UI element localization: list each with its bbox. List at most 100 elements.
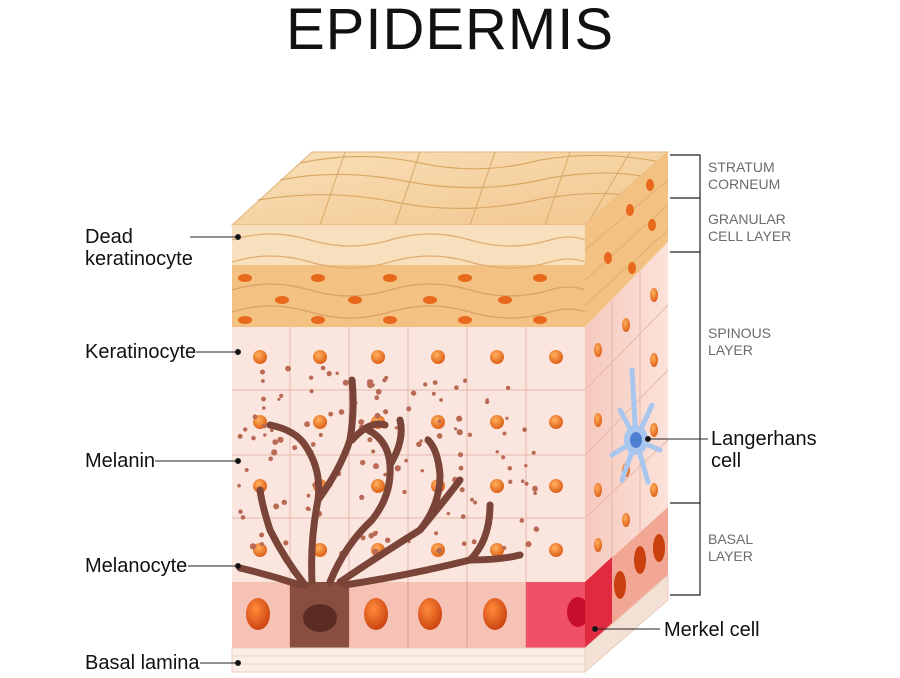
melanin-granule	[360, 535, 366, 541]
melanin-granule	[262, 423, 267, 429]
melanin-granule	[309, 389, 314, 394]
melanin-granule	[533, 526, 540, 532]
melanin-granule	[277, 436, 284, 443]
layer-spinous-1: SPINOUS	[708, 325, 772, 341]
layer-granular-1: GRANULAR	[708, 211, 786, 227]
melanin-granule	[372, 548, 379, 555]
melanin-granule	[459, 487, 465, 493]
melanin-granule	[434, 531, 439, 536]
melanin-granule	[458, 465, 464, 471]
melanin-granule	[402, 489, 407, 495]
label-langerhans-1: Langerhans	[711, 428, 817, 450]
melanin-granule	[519, 518, 525, 523]
label-melanin: Melanin	[85, 450, 156, 472]
melanin-granule	[318, 432, 323, 438]
melanin-granule	[419, 439, 423, 443]
melanin-granule	[243, 427, 248, 432]
melanin-granule	[260, 369, 265, 375]
melanin-granule	[283, 540, 289, 546]
melanin-granule	[495, 450, 499, 454]
melanin-granule	[470, 497, 474, 502]
melanin-granule	[524, 464, 528, 468]
label-dead-keratinocyte-2: keratinocyte	[85, 248, 193, 270]
melanin-granules	[235, 365, 540, 557]
melanin-granule	[358, 419, 365, 425]
layer-stratum-corneum-1: STRATUM	[708, 159, 775, 175]
melanin-granule	[467, 432, 473, 437]
melanin-granule	[374, 530, 378, 535]
basal-lamina	[231, 573, 669, 674]
melanin-granule	[437, 419, 442, 424]
melanin-granule	[501, 455, 506, 460]
melanin-granule	[525, 541, 532, 548]
layer-basal-1: BASAL	[708, 531, 754, 547]
melanin-granule	[326, 371, 332, 377]
melanin-granule	[432, 380, 438, 385]
label-keratinocyte: Keratinocyte	[85, 341, 197, 363]
melanin-granule	[261, 396, 266, 402]
melanin-granule	[306, 493, 311, 498]
layer-basal-2: LAYER	[708, 548, 753, 564]
label-merkel-cell: Merkel cell	[664, 619, 760, 641]
melanin-granule	[520, 479, 525, 484]
melanin-granule	[292, 445, 298, 451]
melanin-granule	[453, 427, 458, 431]
melanin-granule	[367, 437, 373, 443]
melanin-granule	[374, 395, 380, 401]
melanin-granule	[532, 485, 538, 492]
melanin-granule	[281, 499, 287, 505]
melanin-granule	[394, 426, 398, 430]
melanin-granule	[338, 409, 345, 415]
melanin-granule	[360, 459, 366, 466]
label-dead-keratinocyte-1: Dead	[85, 226, 133, 248]
melanin-granule	[471, 539, 477, 545]
melanin-granule	[310, 442, 316, 447]
layer-granular-2: CELL LAYER	[708, 228, 792, 244]
melanin-granule	[524, 481, 529, 486]
melanin-granule	[431, 391, 436, 396]
melanin-granule	[439, 398, 443, 402]
melanin-granule	[371, 449, 376, 454]
layer-stratum-corneum-2: CORNEUM	[708, 176, 781, 192]
melanin-granule	[277, 397, 281, 401]
melanin-granule	[420, 469, 424, 473]
melanin-granule	[533, 491, 537, 496]
melanin-granule	[484, 399, 490, 405]
melanin-granule	[320, 365, 326, 371]
right-pointers	[592, 436, 708, 632]
melanin-granule	[304, 421, 310, 428]
melanin-granule	[262, 406, 266, 410]
melanin-granule	[454, 385, 459, 390]
melanin-granule	[272, 439, 279, 445]
melanin-granule	[359, 494, 365, 500]
label-basal-lamina: Basal lamina	[85, 652, 200, 674]
melanin-granule	[508, 479, 513, 484]
melanin-granule	[458, 452, 463, 458]
left-pointers	[155, 234, 241, 666]
melanin-granule	[237, 483, 241, 488]
granular-front	[231, 225, 586, 327]
melanin-granule	[237, 433, 243, 439]
melanin-granule	[502, 431, 507, 436]
melanin-granule	[263, 433, 267, 437]
melanin-granule	[238, 509, 243, 514]
melanin-granule	[436, 433, 443, 439]
melanin-granule	[406, 406, 412, 412]
melanin-granule	[373, 463, 379, 470]
melanin-granule	[394, 465, 401, 472]
melanin-granule	[285, 365, 291, 372]
side-face	[584, 152, 669, 648]
melanin-granule	[244, 468, 249, 472]
melanin-granule	[305, 506, 310, 511]
melanin-granule	[436, 547, 443, 554]
melanin-granule	[501, 545, 507, 551]
langerhans-cell	[609, 367, 663, 485]
melanin-granule	[462, 378, 468, 383]
melanin-granule	[505, 416, 509, 420]
melanin-granule	[273, 503, 280, 510]
melanin-granule	[249, 543, 257, 550]
melanin-granule	[522, 427, 527, 433]
melanin-granule	[382, 378, 387, 383]
layer-spinous-2: LAYER	[708, 342, 753, 358]
